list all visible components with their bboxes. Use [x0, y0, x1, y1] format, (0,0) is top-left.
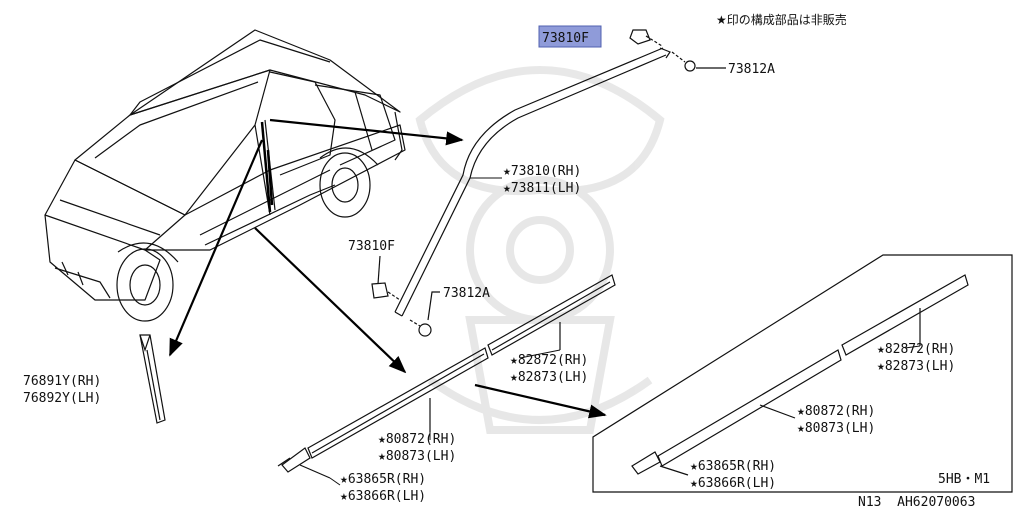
label-82872-rh: ★82872(RH) — [510, 353, 588, 368]
label-73812A-top: 73812A — [728, 62, 775, 77]
label-63865R-rh: ★63865R(RH) — [340, 472, 426, 487]
label-73810F-mid: 73810F — [348, 239, 395, 254]
label-73810F-top: 73810F — [542, 31, 589, 46]
inset-label-82873-lh: ★82873(LH) — [877, 359, 955, 374]
rear-door-molding — [487, 274, 616, 356]
inset-box — [592, 254, 1013, 493]
inset-moldings — [631, 274, 969, 476]
label-73810-rh: ★73810(RH) — [503, 164, 581, 179]
inset-label-80873-lh: ★80873(LH) — [797, 421, 875, 436]
screw-73812A-mid — [409, 291, 440, 337]
inset-label-82872-rh: ★82872(RH) — [877, 342, 955, 357]
inset-label-63866R-lh: ★63866R(LH) — [690, 476, 776, 491]
figure-code: N13 AH62070063 — [858, 495, 975, 510]
pillar-garnish — [139, 334, 166, 424]
label-82873-lh: ★82873(LH) — [510, 370, 588, 385]
non-sale-note: ★印の構成部品は非販売 — [716, 12, 847, 27]
inset-tag: 5HB・M1 — [938, 472, 990, 487]
front-door-molding — [307, 347, 489, 459]
label-80873-lh: ★80873(LH) — [378, 449, 456, 464]
watermark-emblem — [415, 66, 665, 434]
label-76891Y-rh: 76891Y(RH) — [23, 374, 101, 389]
inset-label-80872-rh: ★80872(RH) — [797, 404, 875, 419]
label-73811-lh: ★73811(LH) — [503, 181, 581, 196]
door-sash-molding — [394, 47, 671, 317]
label-63866R-lh: ★63866R(LH) — [340, 489, 426, 504]
car-highlight-lines — [260, 121, 274, 213]
label-73812A-mid: 73812A — [443, 286, 490, 301]
end-molding — [277, 447, 331, 479]
screw-73812A-top — [671, 51, 726, 72]
highlight-box[interactable] — [538, 25, 602, 48]
leader-lines — [329, 177, 921, 486]
label-76892Y-lh: 76892Y(LH) — [23, 391, 101, 406]
clip-73810F-top — [629, 29, 663, 47]
clip-73810F-mid — [371, 255, 401, 301]
label-80872-rh: ★80872(RH) — [378, 432, 456, 447]
inset-label-63865R-rh: ★63865R(RH) — [690, 459, 776, 474]
car-illustration — [44, 29, 406, 322]
pointer-arrows — [168, 118, 607, 419]
